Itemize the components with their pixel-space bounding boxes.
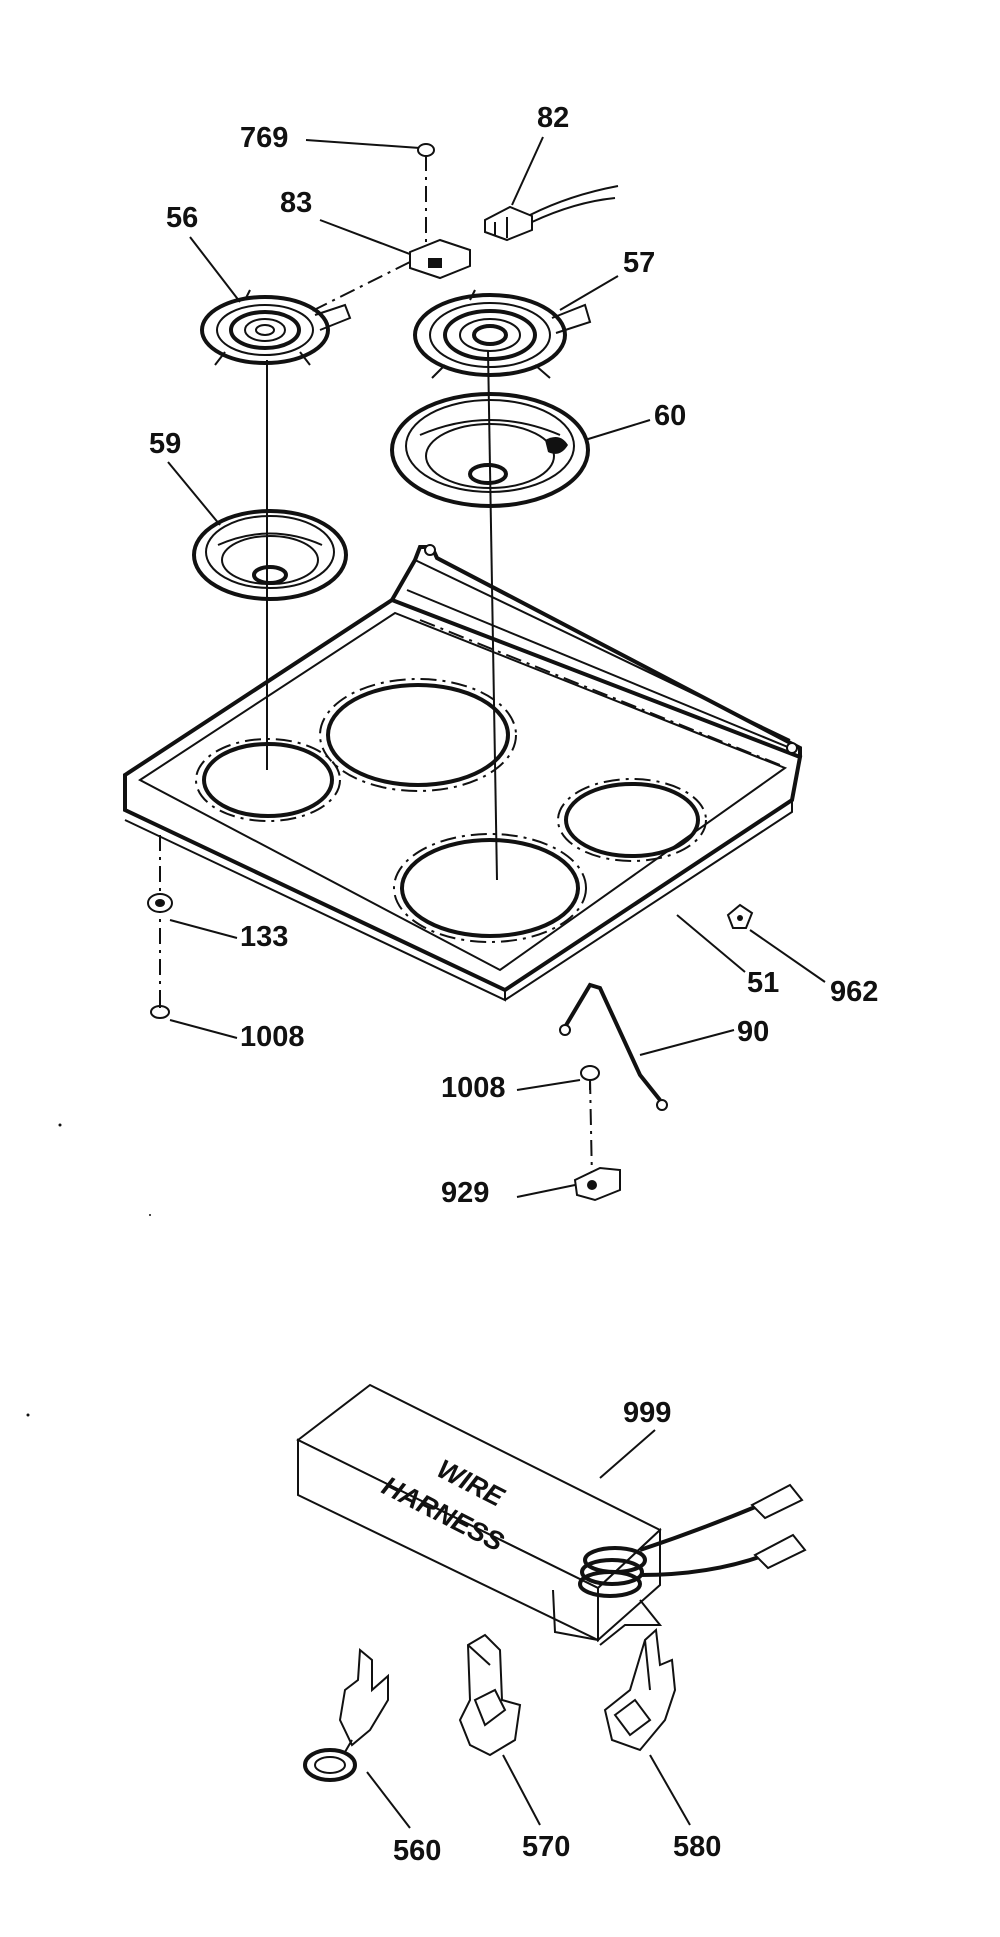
terminal-580	[603, 1627, 677, 1752]
scan-specks	[26, 1123, 151, 1417]
spacer-133	[147, 893, 173, 913]
drip-pan-60	[390, 392, 590, 508]
label-769: 769	[240, 122, 288, 154]
clip-962	[726, 903, 754, 929]
label-57: 57	[623, 247, 655, 279]
label-560: 560	[393, 1835, 441, 1867]
label-56: 56	[166, 202, 198, 234]
leader-lines	[167, 136, 826, 1829]
drip-pan-59	[192, 509, 348, 601]
bracket-929	[573, 1166, 621, 1202]
terminal-570	[458, 1633, 522, 1757]
connector-82	[484, 185, 619, 242]
label-962: 962	[830, 976, 878, 1008]
label-82: 82	[537, 102, 569, 134]
label-580: 580	[673, 1831, 721, 1863]
label-83: 83	[280, 187, 312, 219]
label-90: 90	[737, 1016, 769, 1048]
label-60: 60	[654, 400, 686, 432]
label-59: 59	[149, 428, 181, 460]
label-929: 929	[441, 1177, 489, 1209]
label-999: 999	[623, 1397, 671, 1429]
label-51: 51	[747, 967, 779, 999]
screw-1008-center	[580, 1065, 600, 1090]
label-133: 133	[240, 921, 288, 953]
label-1008-center: 1008	[441, 1072, 506, 1104]
surface-unit-57	[413, 289, 592, 379]
terminal-block-83	[409, 238, 471, 280]
surface-unit-56	[200, 289, 352, 366]
screw-769	[417, 143, 435, 168]
label-570: 570	[522, 1831, 570, 1863]
rod-90	[559, 982, 668, 1111]
wire-harness-999: WIRE HARNESS	[296, 1383, 807, 1646]
terminal-560	[303, 1647, 389, 1782]
label-1008-left: 1008	[240, 1021, 305, 1053]
screw-1008-left	[150, 998, 170, 1019]
assembly-lines	[159, 155, 593, 1181]
cooktop-51	[123, 544, 803, 1002]
